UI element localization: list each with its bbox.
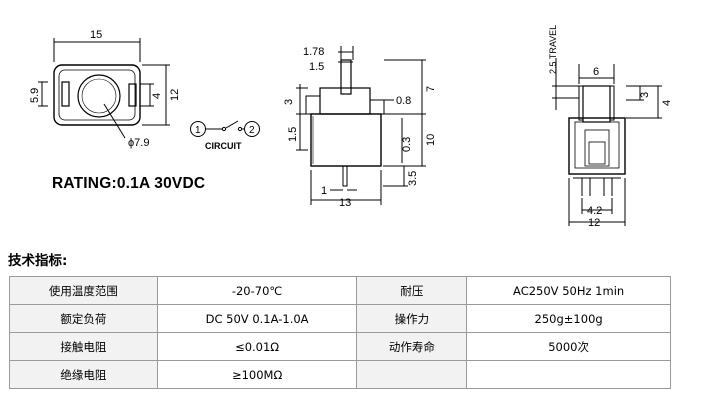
side-view [296, 46, 426, 205]
side-dim-10: 10 [425, 134, 437, 146]
spec-value: 250g±100g [466, 304, 671, 333]
side-dim-13: 13 [339, 197, 351, 209]
travel-dim: 2.5 TRAVEL [548, 25, 558, 74]
rating-label: RATING:0.1A 30VDC [52, 175, 206, 192]
side-dim-1-78: 1.78 [303, 46, 324, 58]
spec-label: 操作力 [356, 304, 468, 333]
spec-value: -20-70℃ [156, 276, 358, 305]
table-row: 绝缘电阻 ≥100MΩ [9, 360, 671, 389]
technical-drawing: 15 5.9 4 12 ϕ7.9 1 2 CIRCUIT 1.78 1.5 3 … [29, 25, 673, 229]
spec-value [466, 360, 671, 389]
spec-value: 5000次 [466, 332, 671, 361]
front-dim-4: 4 [661, 100, 673, 106]
pin-pitch-dim: 4.2 [587, 205, 602, 217]
table-row: 接触电阻 ≤0.01Ω 动作寿命 5000次 [9, 332, 671, 361]
spec-label: 额定负荷 [9, 304, 158, 333]
side-dim-0-3: 0.3 [401, 137, 413, 152]
side-dim-0-8: 0.8 [396, 95, 411, 107]
spec-label: 耐压 [356, 276, 468, 305]
top-left-height-dim: 5.9 [29, 88, 41, 103]
table-row: 额定负荷 DC 50V 0.1A-1.0A 操作力 250g±100g [9, 304, 671, 333]
side-dim-7: 7 [425, 86, 437, 92]
specs-table: 使用温度范围 -20-70℃ 耐压 AC250V 50Hz 1min 额定负荷 … [9, 276, 671, 389]
top-pin-gap-dim: 4 [151, 93, 163, 99]
circuit-symbol [190, 120, 260, 137]
spec-value: ≥100MΩ [156, 360, 358, 389]
top-view [38, 38, 170, 139]
spec-value: ≤0.01Ω [156, 332, 358, 361]
front-body-width-dim: 12 [588, 217, 600, 229]
side-dim-3: 3 [283, 99, 295, 105]
spec-value: AC250V 50Hz 1min [466, 276, 671, 305]
spec-label: 动作寿命 [356, 332, 468, 361]
side-dim-1: 1 [321, 185, 327, 197]
spec-label: 绝缘电阻 [9, 360, 158, 389]
circuit-node-1: 1 [195, 125, 201, 136]
circuit-label: CIRCUIT [205, 141, 242, 151]
front-width-dim: 6 [593, 66, 599, 78]
side-dim-3-5: 3.5 [407, 171, 419, 186]
table-row: 使用温度范围 -20-70℃ 耐压 AC250V 50Hz 1min [9, 276, 671, 305]
spec-label: 接触电阻 [9, 332, 158, 361]
front-view [552, 58, 662, 226]
top-right-height-dim: 12 [169, 89, 181, 101]
top-width-dim: 15 [90, 29, 102, 41]
section-title: 技术指标: [8, 253, 68, 269]
circuit-node-2: 2 [249, 125, 255, 136]
hole-diameter-dim: ϕ7.9 [128, 137, 149, 149]
front-dim-3: 3 [639, 92, 651, 98]
side-dim-1-5-top: 1.5 [309, 61, 324, 73]
side-dim-1-5: 1.5 [287, 127, 299, 142]
spec-value: DC 50V 0.1A-1.0A [156, 304, 358, 333]
spec-label [356, 360, 468, 389]
spec-label: 使用温度范围 [9, 276, 158, 305]
